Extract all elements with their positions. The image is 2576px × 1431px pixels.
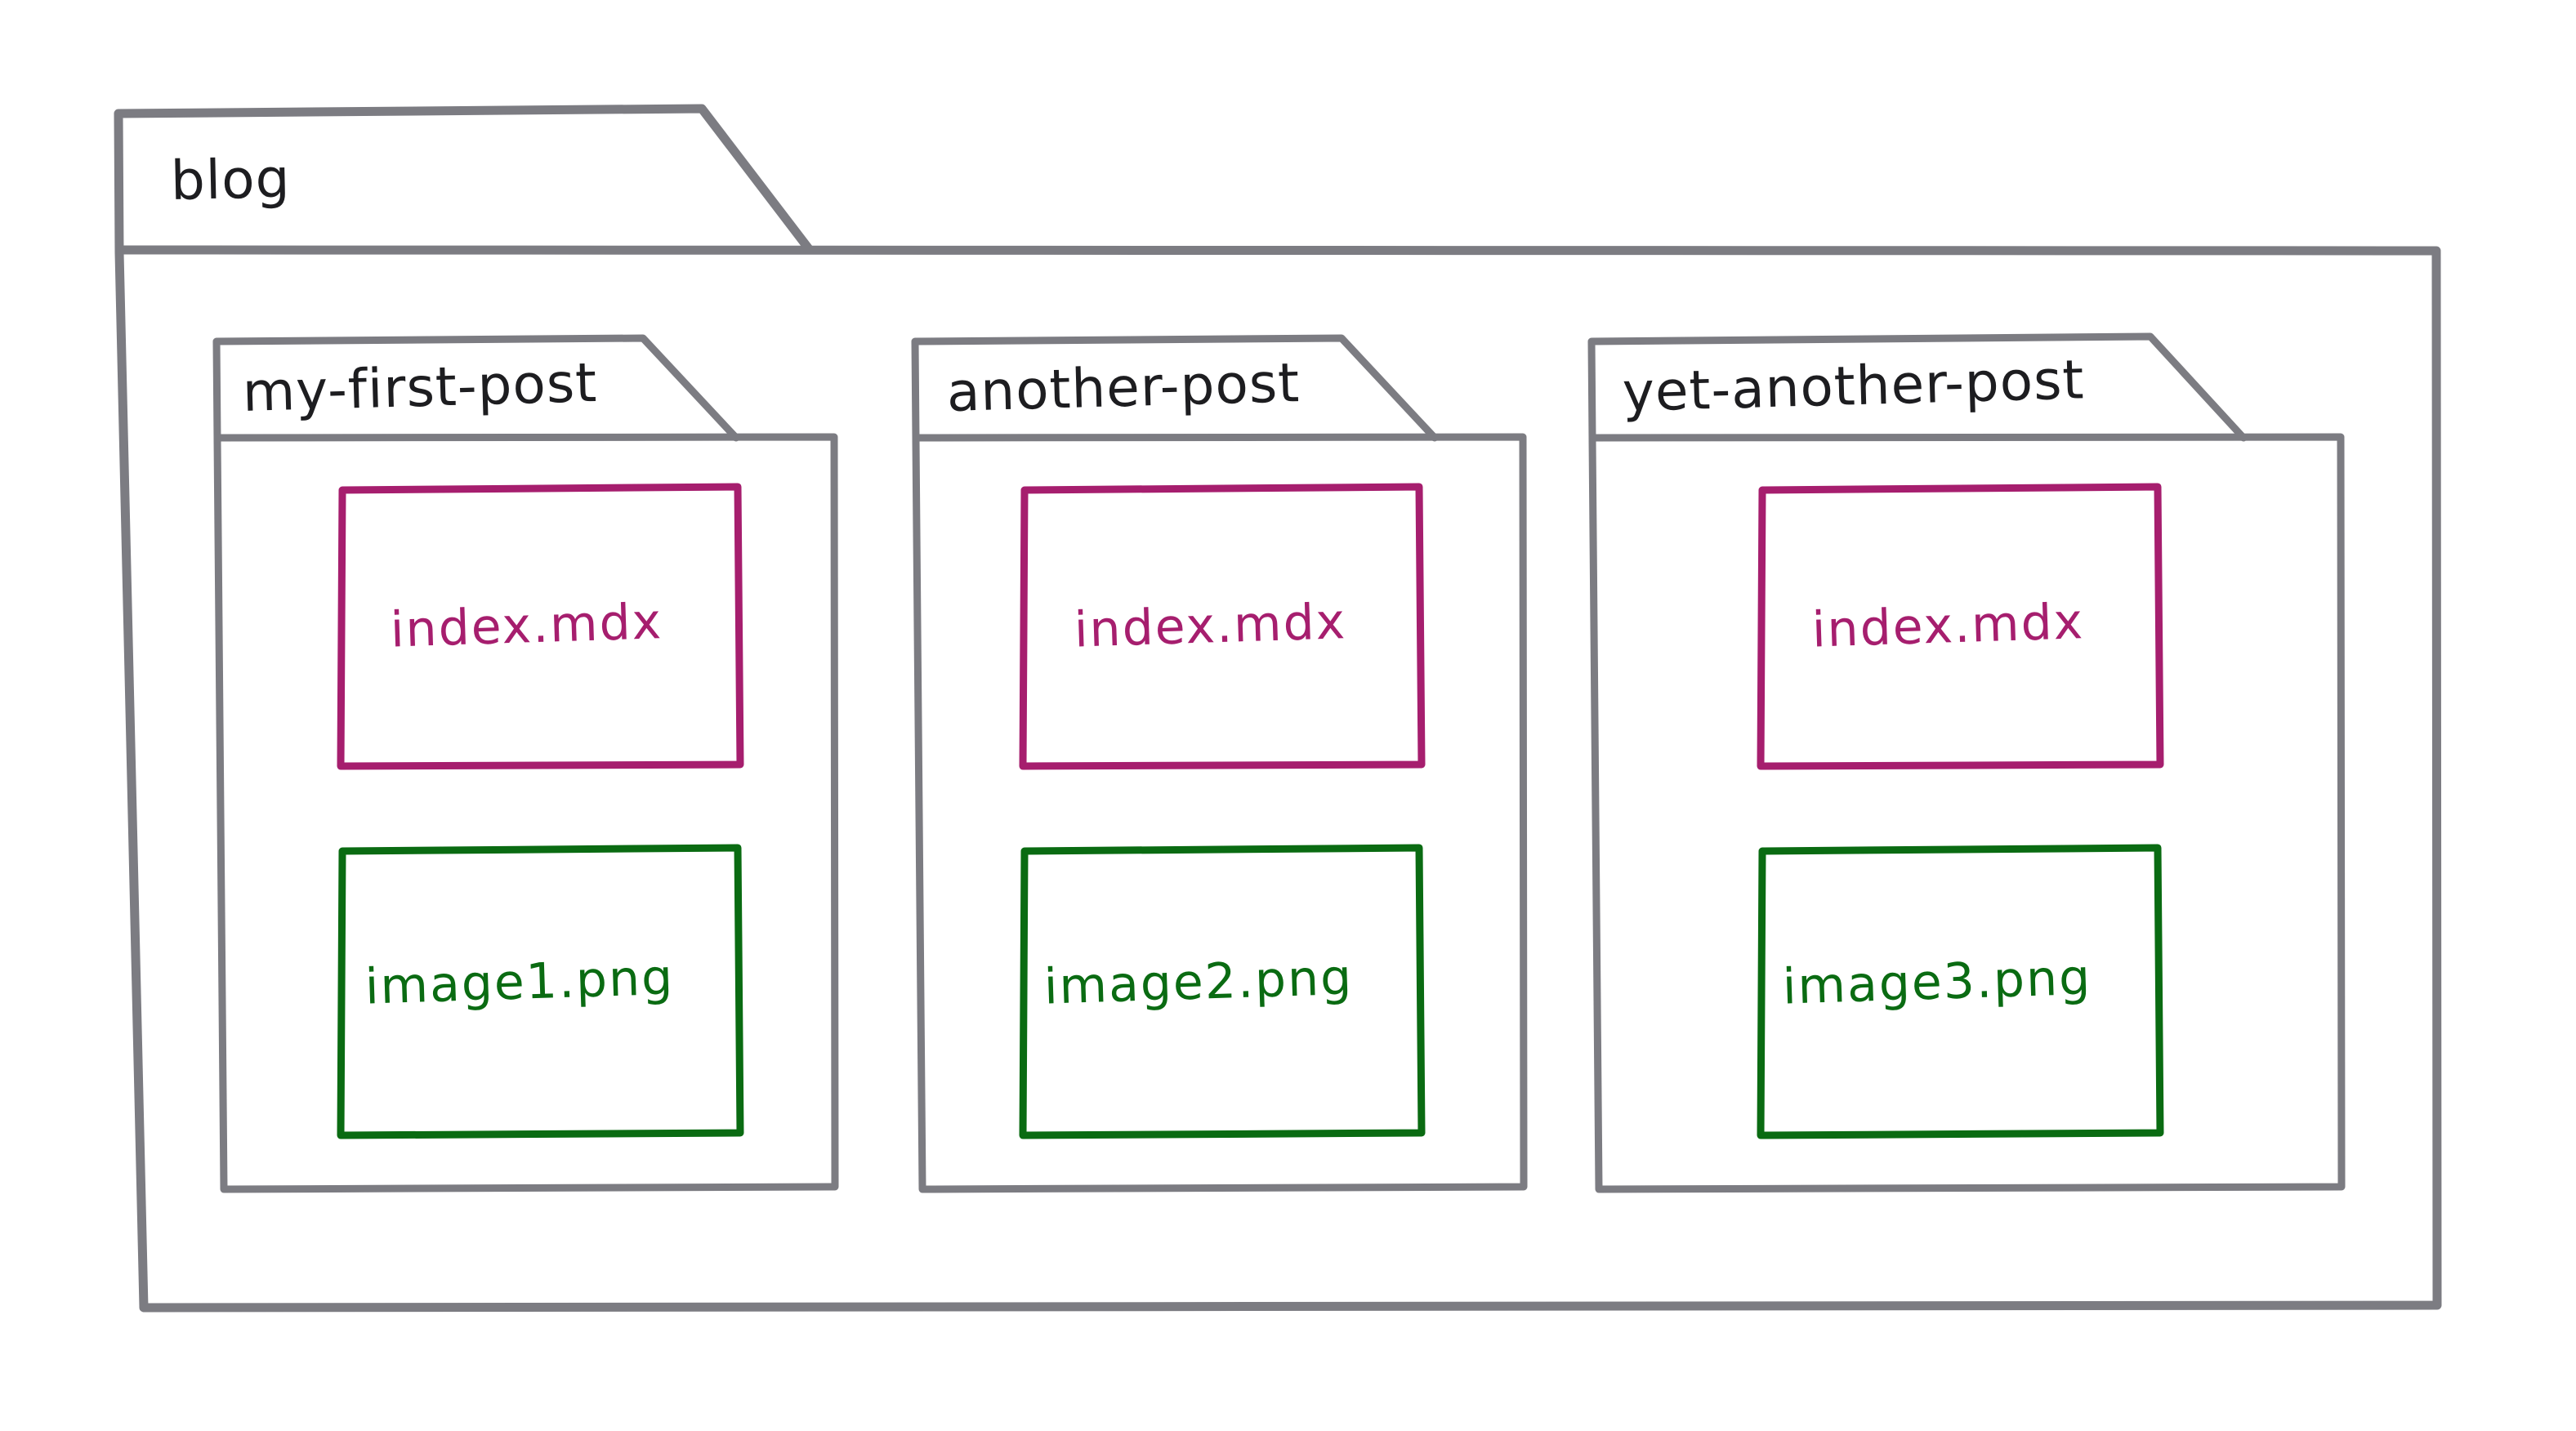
file-node-index-mdx-3[interactable]: index.mdx bbox=[1757, 483, 2164, 770]
file-label-index-mdx-3: index.mdx bbox=[1811, 593, 2085, 658]
file-node-index-mdx-1[interactable]: index.mdx bbox=[337, 483, 744, 770]
file-node-index-mdx-2[interactable]: index.mdx bbox=[1019, 483, 1426, 770]
file-box-index-mdx-2 bbox=[1019, 483, 1426, 770]
subfolder-another-post[interactable]: another-post index.mdx image2.png bbox=[911, 334, 1528, 1193]
subfolder-1-body-shape bbox=[213, 433, 839, 1193]
subfolder-3-body-shape bbox=[1588, 433, 2346, 1193]
file-label-index-mdx-2: index.mdx bbox=[1074, 593, 1347, 658]
file-label-image3-png: image3.png bbox=[1782, 949, 2092, 1016]
file-label-image2-png: image2.png bbox=[1043, 949, 1354, 1016]
subfolder-my-first-post[interactable]: my-first-post index.mdx image1.png bbox=[212, 334, 839, 1193]
file-box-index-mdx-3 bbox=[1757, 483, 2164, 770]
file-node-image1-png[interactable]: image1.png bbox=[337, 844, 744, 1139]
file-box-image2-png bbox=[1019, 844, 1426, 1139]
root-folder-tab-shape bbox=[114, 104, 815, 256]
root-folder-blog[interactable]: blog bbox=[114, 104, 2442, 1313]
subfolder-2-tab-shape bbox=[911, 334, 1439, 444]
subfolder-2-body-shape bbox=[912, 433, 1528, 1193]
root-folder-label: blog bbox=[170, 147, 291, 212]
file-box-image3-png bbox=[1757, 844, 2164, 1139]
subfolder-yet-another-post[interactable]: yet-another-post index.mdx image3.png bbox=[1587, 332, 2346, 1193]
file-label-image1-png: image1.png bbox=[364, 949, 675, 1016]
file-node-image3-png[interactable]: image3.png bbox=[1757, 844, 2164, 1139]
subfolder-3-tab-shape bbox=[1587, 332, 2248, 444]
subfolder-3-label: yet-another-post bbox=[1622, 348, 2086, 424]
subfolder-2-label: another-post bbox=[946, 351, 1301, 424]
file-box-index-mdx-1 bbox=[337, 483, 744, 770]
file-box-image1-png bbox=[337, 844, 744, 1139]
file-label-index-mdx-1: index.mdx bbox=[390, 593, 663, 658]
file-node-image2-png[interactable]: image2.png bbox=[1019, 844, 1426, 1139]
subfolder-1-label: my-first-post bbox=[242, 351, 598, 424]
root-folder-body-shape bbox=[114, 245, 2442, 1313]
subfolder-1-tab-shape bbox=[212, 334, 740, 444]
